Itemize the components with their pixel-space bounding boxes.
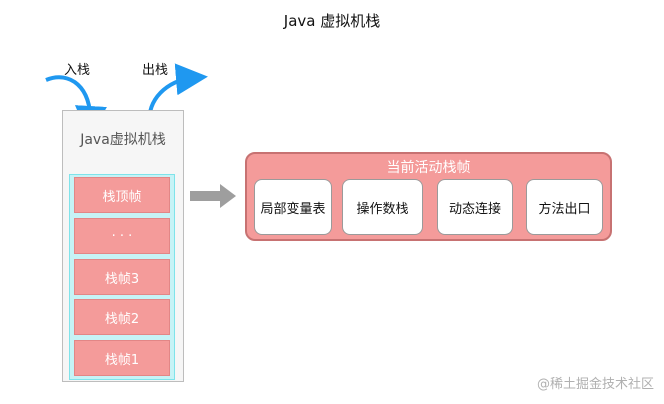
operand-stack-item: 操作数栈 bbox=[342, 179, 423, 235]
stack-frame-top: 栈顶帧 bbox=[74, 177, 170, 213]
jvm-stack-title: Java虚拟机栈 bbox=[80, 132, 166, 148]
stack-frame-3: 栈帧3 bbox=[74, 259, 170, 295]
method-return-item: 方法出口 bbox=[526, 179, 603, 235]
local-variables-item: 局部变量表 bbox=[254, 179, 332, 235]
dynamic-linking-item: 动态连接 bbox=[437, 179, 513, 235]
stack-frame-1: 栈帧1 bbox=[74, 340, 170, 376]
active-frame-title: 当前活动栈帧 bbox=[386, 160, 471, 176]
push-label: 入栈 bbox=[64, 63, 91, 78]
watermark: @稀土掘金技术社区 bbox=[536, 377, 654, 392]
diagram-title: Java 虚拟机栈 bbox=[283, 12, 381, 30]
pop-label: 出栈 bbox=[142, 63, 169, 78]
stack-frame-ellipsis: · · · bbox=[74, 218, 170, 254]
stack-frame-2: 栈帧2 bbox=[74, 299, 170, 335]
gray-arrow-icon bbox=[190, 184, 236, 208]
